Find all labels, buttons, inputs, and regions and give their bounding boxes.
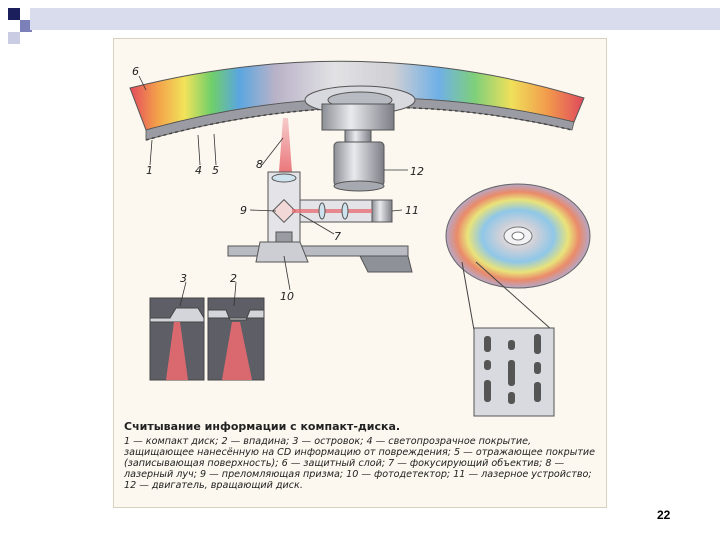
- photodetector: [275, 231, 293, 243]
- laser-device: [371, 199, 393, 223]
- motor: [333, 141, 385, 187]
- label-6: 6: [132, 65, 139, 78]
- pit-surface-panel: [473, 327, 555, 417]
- caption-title: Считывание информации с компакт-диска.: [124, 420, 401, 433]
- label-11: 11: [405, 204, 419, 217]
- spindle-shaft: [321, 103, 395, 131]
- label-2: 2: [230, 272, 237, 285]
- label-5: 5: [212, 164, 219, 177]
- label-9: 9: [240, 204, 247, 217]
- label-1: 1: [146, 164, 153, 177]
- deco-square-4: [8, 32, 20, 44]
- label-8: 8: [256, 158, 263, 171]
- deco-square-2: [20, 20, 32, 32]
- label-7: 7: [334, 230, 341, 243]
- label-10: 10: [280, 290, 294, 303]
- focusing-lens: [271, 173, 297, 183]
- disc-edge: [145, 97, 575, 141]
- figure-caption: Считывание информации с компакт-диска. 1…: [124, 420, 598, 491]
- inset-land: [149, 297, 205, 381]
- laser-beam: [279, 118, 292, 172]
- label-12: 12: [410, 165, 424, 178]
- base-rail: [227, 245, 409, 257]
- inset-pit: [207, 297, 265, 381]
- label-3: 3: [180, 272, 187, 285]
- label-4: 4: [195, 164, 202, 177]
- top-bar: [30, 8, 720, 30]
- page-number: 22: [657, 508, 671, 522]
- prism: [271, 198, 297, 224]
- deco-square-1: [8, 8, 20, 20]
- caption-text: 1 — компакт диск; 2 — впадина; 3 — остро…: [124, 436, 596, 491]
